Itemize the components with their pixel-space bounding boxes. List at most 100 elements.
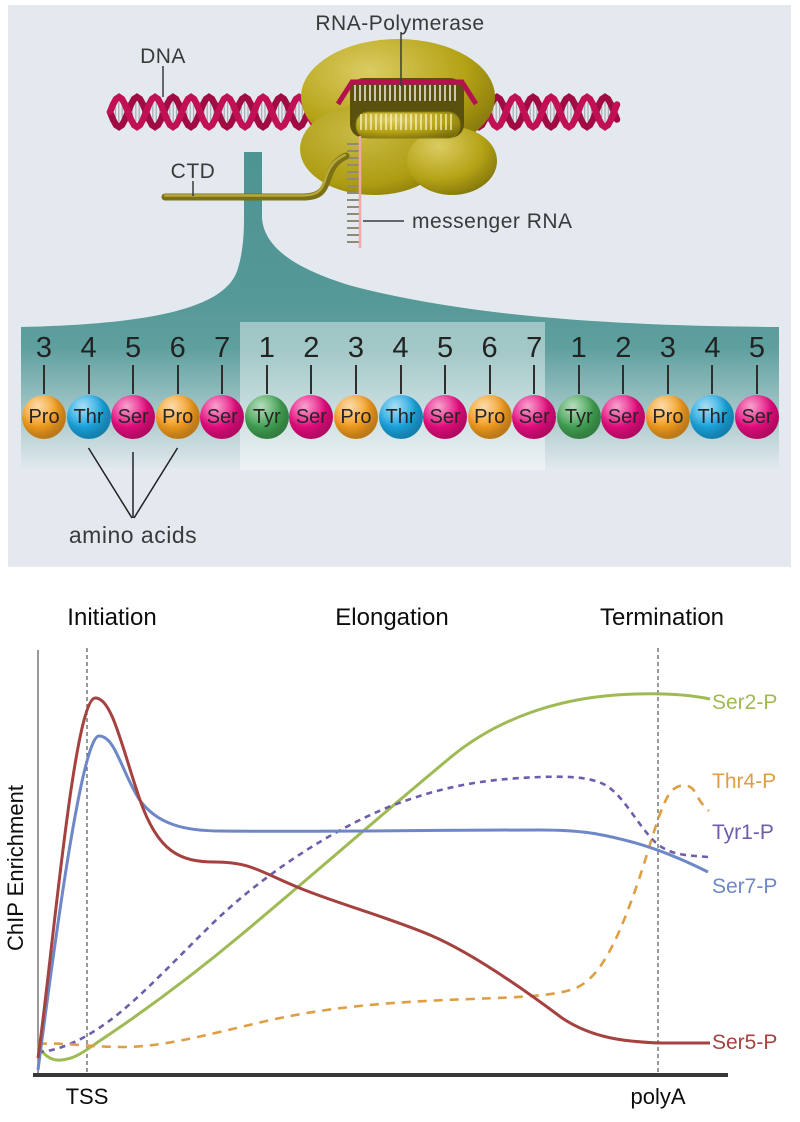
- residue-circle-ser5: Ser: [423, 395, 468, 439]
- phase-label-termination: Termination: [599, 604, 725, 631]
- residue-circle-tyr1: Tyr: [244, 395, 289, 439]
- residue-connector-line: [666, 365, 669, 394]
- residue-circle-ser7: Ser: [512, 395, 557, 439]
- template-strand: [335, 79, 479, 106]
- residue-circle-pro3: Pro: [645, 395, 690, 439]
- curve-ser5p: [36, 696, 710, 1059]
- residue-circle-ser5: Ser: [111, 395, 156, 439]
- residue-connector-line: [577, 365, 580, 394]
- residue-position-number: 3: [659, 332, 676, 364]
- residue-connector-line: [354, 365, 357, 394]
- residue-circle-ser2: Ser: [289, 395, 334, 439]
- residue-circle-tyr1: Tyr: [556, 395, 601, 439]
- residue-position-number: 4: [704, 332, 721, 364]
- phase-label-elongation: Elongation: [335, 604, 449, 631]
- residue-connector-line: [399, 365, 402, 394]
- residue-circle-thr4: Thr: [66, 395, 111, 439]
- curve-thr4p: [37, 784, 710, 1049]
- mrna-label: messenger RNA: [412, 210, 573, 233]
- x-tick-tss: TSS: [65, 1084, 109, 1109]
- residue-circle-pro3: Pro: [333, 395, 378, 439]
- y-axis-label: ChIP Enrichment: [3, 785, 28, 951]
- chip-enrichment-chart: [33, 648, 728, 1077]
- ctd-diagram-panel: RNA-Polymerase DNA CTD messenger RNA ami…: [8, 5, 791, 567]
- legend-tyr1p: Tyr1-P: [712, 821, 774, 844]
- funnel-shape: [21, 152, 779, 468]
- residue-circle-thr4: Thr: [378, 395, 423, 439]
- legend-thr4p: Thr4-P: [712, 770, 777, 793]
- dna-label: DNA: [140, 45, 186, 68]
- residue-connector-line: [622, 365, 625, 394]
- x-tick-polya: polyA: [630, 1084, 686, 1109]
- ctd-label: CTD: [170, 160, 216, 183]
- curve-tyr1p: [37, 775, 709, 1054]
- rna-polymerase-blob: [300, 39, 497, 195]
- residue-position-number: 2: [615, 332, 632, 364]
- residue-connector-line: [43, 365, 45, 394]
- residue-connector-line: [756, 365, 758, 394]
- bubble-bases-bottom: [360, 114, 452, 130]
- residue-position-number: 1: [258, 332, 275, 364]
- curve-ser7p: [36, 734, 709, 1071]
- residue-position-number: 7: [526, 332, 543, 364]
- ctd-tail: [161, 152, 350, 201]
- residue-circle-ser5: Ser: [735, 395, 779, 439]
- residue-connector-line: [265, 365, 268, 394]
- residue-circle-thr4: Thr: [690, 395, 735, 439]
- residue-position-number: 5: [436, 332, 454, 364]
- residue-connector-line: [310, 365, 313, 394]
- residue-circle-ser7: Ser: [200, 395, 245, 439]
- residue-position-number: 1: [570, 332, 587, 364]
- residue-position-number: 5: [125, 332, 142, 364]
- amino-acid-pointer-lines: [87, 447, 179, 519]
- residue-position-number: 6: [169, 332, 186, 364]
- legend-ser5p: Ser5-P: [712, 1031, 778, 1054]
- curve-ser2p: [36, 692, 711, 1062]
- residue-connector-line: [87, 365, 90, 394]
- residue-circle-ser2: Ser: [601, 395, 646, 439]
- legend-ser7p: Ser7-P: [712, 875, 778, 898]
- residue-connector-line: [132, 365, 135, 394]
- residue-position-number: 5: [748, 332, 766, 364]
- residue-circle-pro3: Pro: [22, 395, 66, 439]
- residue-connector-line: [488, 365, 491, 394]
- legend-ser2p: Ser2-P: [712, 691, 778, 714]
- leader-lines: [162, 32, 404, 222]
- ctd-tail-highlight: [163, 153, 347, 197]
- amino-acids-label: amino acids: [68, 522, 198, 548]
- residue-circle-pro6: Pro: [155, 395, 200, 439]
- bubble-bases-top: [354, 85, 456, 101]
- residue-connector-line: [444, 365, 447, 394]
- bubble-tongue: [355, 111, 461, 139]
- residue-position-number: 2: [303, 332, 320, 364]
- residue-position-number: 4: [80, 332, 97, 364]
- residue-connector-line: [533, 365, 536, 394]
- residue-circle-pro6: Pro: [467, 395, 512, 439]
- residue-connector-line: [176, 365, 179, 394]
- diagram-artwork: [21, 32, 779, 519]
- residue-connector-line: [221, 365, 224, 394]
- phase-label-initiation: Initiation: [67, 604, 157, 631]
- mrna-strand: [347, 136, 362, 248]
- residue-position-number: 4: [392, 332, 409, 364]
- residue-position-number: 6: [481, 332, 498, 364]
- residue-position-number: 3: [347, 332, 364, 364]
- residue-connector-line: [711, 365, 714, 394]
- residue-position-number: 3: [35, 332, 53, 364]
